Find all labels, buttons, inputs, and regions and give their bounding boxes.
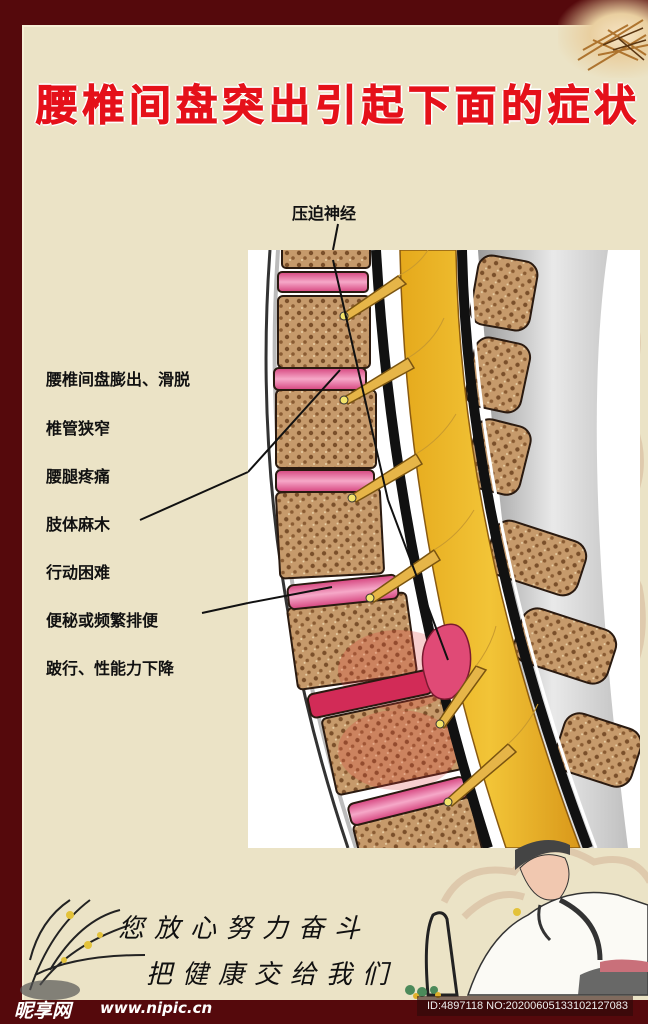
symptom-label: 腰椎间盘膨出、滑脱 [46, 370, 191, 389]
site-logo[interactable]: 昵享网 [14, 1000, 72, 1022]
symptom-label: 椎管狭窄 [46, 419, 111, 438]
slogan-line-2: 把健康交给我们 [146, 960, 399, 990]
symptom-label: 肢体麻木 [46, 515, 111, 534]
lumbar-spine-cross-section-icon [248, 250, 640, 848]
slogan-line-1: 您放心努力奋斗 [118, 914, 371, 944]
cordyceps-herb-icon [577, 19, 648, 71]
label-compressed-nerve: 压迫神经 [292, 204, 357, 223]
symptom-label: 跛行、性能力下降 [46, 659, 175, 678]
symptom-label: 腰腿疼痛 [46, 467, 111, 486]
symptom-label: 便秘或频繁排便 [46, 611, 159, 630]
herb-decoration [558, 0, 648, 78]
symptom-label: 行动困难 [46, 563, 111, 582]
poster-title: 腰椎间盘突出引起下面的症状 [36, 81, 641, 131]
image-id-text: ID:4897118 NO:20200605133102127083 [417, 996, 633, 1016]
site-url-link[interactable]: www.nipic.cn [100, 999, 213, 1017]
spine-illustration [248, 250, 640, 848]
